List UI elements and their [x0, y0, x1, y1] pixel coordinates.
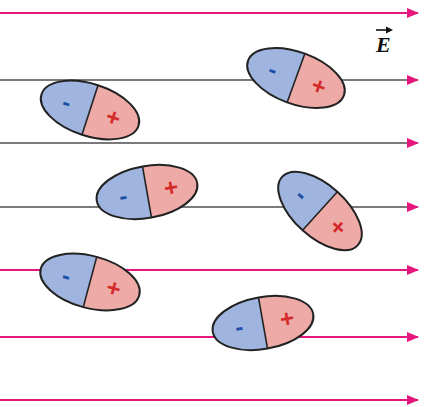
dipole-shape [237, 34, 356, 123]
field-line [0, 142, 418, 144]
dipole: -+ [32, 241, 149, 323]
dipole: -+ [206, 286, 320, 360]
dipole-shape [90, 155, 204, 229]
vector-arrow [376, 27, 393, 34]
dipole-shape [206, 286, 320, 360]
dipole: -+ [90, 155, 204, 229]
field-line [0, 206, 418, 208]
field-line [0, 336, 418, 338]
field-label: E [376, 34, 391, 56]
field-line [0, 399, 418, 401]
dipole-shape [32, 241, 149, 323]
dipole: -+ [237, 34, 356, 123]
dipole-shape [262, 155, 378, 268]
dipole: -+ [262, 155, 378, 268]
field-line [0, 12, 418, 14]
